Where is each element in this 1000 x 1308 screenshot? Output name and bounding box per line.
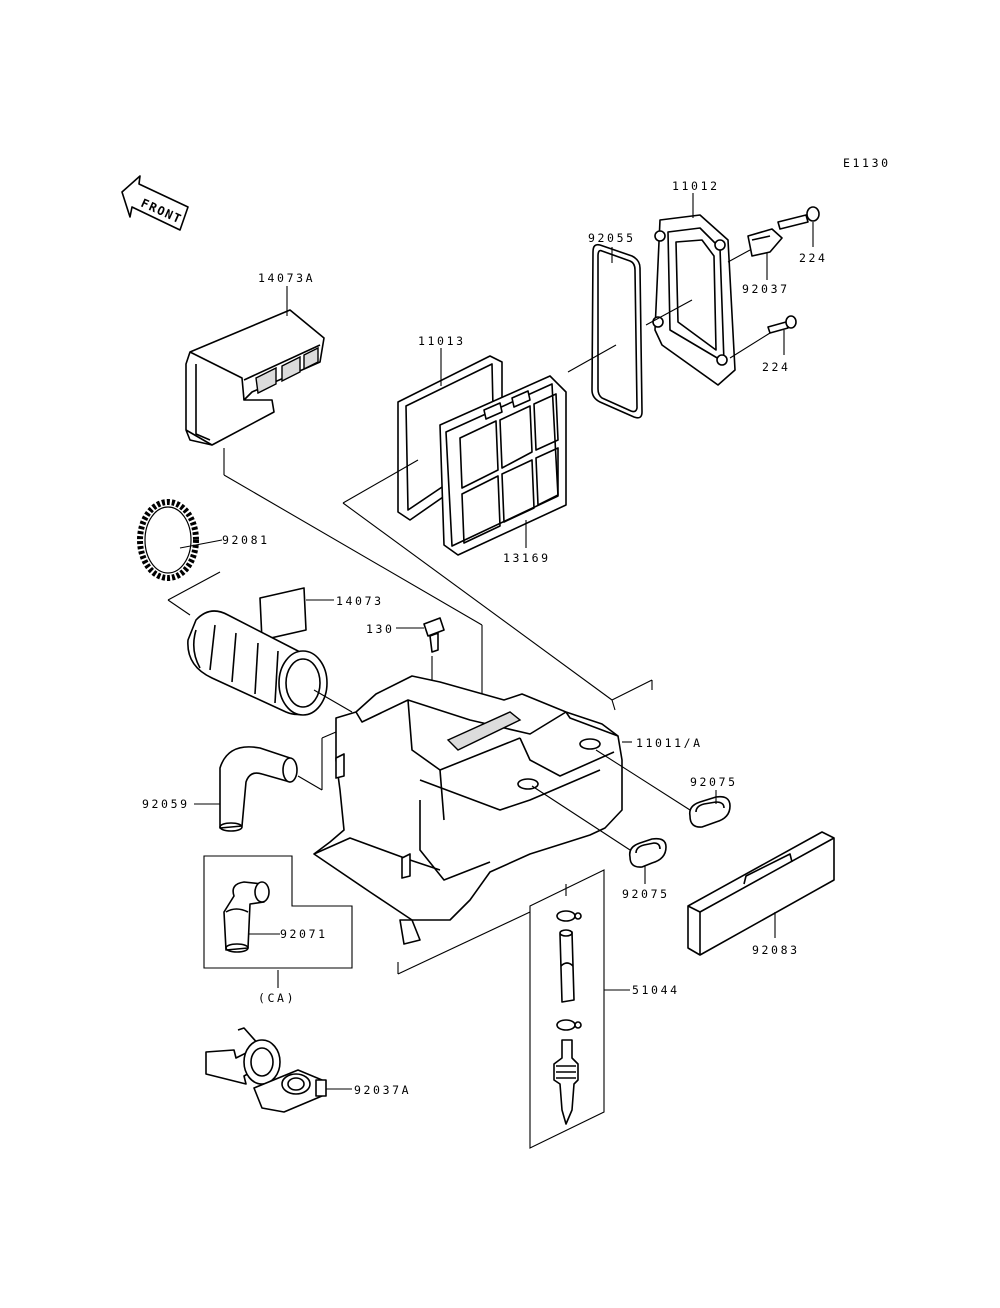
label-92071: 92071 bbox=[280, 927, 328, 941]
bolt-224-lower bbox=[767, 315, 797, 334]
label-14073A: 14073A bbox=[258, 271, 315, 285]
grommet-lower bbox=[628, 837, 667, 868]
leader-cover-gasket bbox=[645, 299, 693, 326]
ca-variant-box bbox=[203, 855, 353, 969]
leader-duct-b bbox=[223, 474, 483, 626]
leader-clamp-c bbox=[167, 599, 191, 616]
drain-assembly-box bbox=[529, 869, 605, 1149]
label-92059: 92059 bbox=[142, 797, 190, 811]
diagram-code: E1130 bbox=[843, 156, 891, 170]
air-cleaner-case bbox=[313, 675, 623, 945]
label-11011A: 11011/A bbox=[636, 736, 703, 750]
air-cleaner-cover bbox=[652, 214, 736, 386]
leader-gasket-frame bbox=[567, 344, 617, 373]
drain-plug bbox=[553, 1039, 579, 1125]
hose-clamp-92037A bbox=[205, 1027, 327, 1113]
leader-element-frame bbox=[342, 459, 419, 504]
drain-tube bbox=[559, 929, 575, 1003]
label-224-lower: 224 bbox=[762, 360, 791, 374]
drain-clip-lower bbox=[556, 1019, 582, 1031]
label-11012: 11012 bbox=[672, 179, 720, 193]
cover-gasket bbox=[591, 243, 643, 419]
front-arrow-icon: FRONT bbox=[121, 175, 189, 231]
breather-elbow-92071 bbox=[223, 881, 270, 953]
label-14073: 14073 bbox=[336, 594, 384, 608]
label-13169: 13169 bbox=[503, 551, 551, 565]
element-frame bbox=[439, 375, 567, 556]
label-92081: 92081 bbox=[222, 533, 270, 547]
leader-hose-a bbox=[297, 775, 323, 791]
label-92037A: 92037A bbox=[354, 1083, 411, 1097]
leader-grommet-lower bbox=[531, 785, 631, 851]
band-clamp bbox=[137, 499, 199, 581]
label-92075-lower: 92075 bbox=[622, 887, 670, 901]
leader-boot-box bbox=[313, 689, 353, 713]
air-boot bbox=[187, 587, 328, 716]
grommet-upper bbox=[688, 795, 731, 828]
label-92083: 92083 bbox=[752, 943, 800, 957]
leader-hose-c bbox=[321, 731, 337, 739]
drain-clip-upper bbox=[556, 910, 582, 922]
leader-92081 bbox=[179, 539, 223, 549]
label-224-upper: 224 bbox=[799, 251, 828, 265]
leader-frame-box-d bbox=[611, 699, 616, 711]
inlet-duct bbox=[185, 309, 325, 446]
clip-92037 bbox=[747, 228, 783, 257]
label-92075-upper: 92075 bbox=[690, 775, 738, 789]
variant-label-ca: (CA) bbox=[258, 991, 296, 1005]
leader-grommet-upper bbox=[595, 749, 691, 811]
leader-drain-b bbox=[397, 911, 531, 975]
bolt-224-upper bbox=[777, 206, 820, 230]
leader-224-lower-part bbox=[729, 332, 771, 359]
label-92055: 92055 bbox=[588, 231, 636, 245]
leader-92037-part bbox=[727, 249, 751, 263]
label-11013: 11013 bbox=[418, 334, 466, 348]
leader-frame-box-b bbox=[611, 679, 653, 701]
leader-clamp-b bbox=[167, 571, 221, 601]
leader-frame-box bbox=[342, 502, 613, 701]
drain-tray bbox=[687, 831, 835, 956]
label-92037: 92037 bbox=[742, 282, 790, 296]
label-51044: 51044 bbox=[632, 983, 680, 997]
breather-hose bbox=[219, 746, 298, 832]
screw-130 bbox=[423, 617, 445, 653]
label-130: 130 bbox=[366, 622, 395, 636]
